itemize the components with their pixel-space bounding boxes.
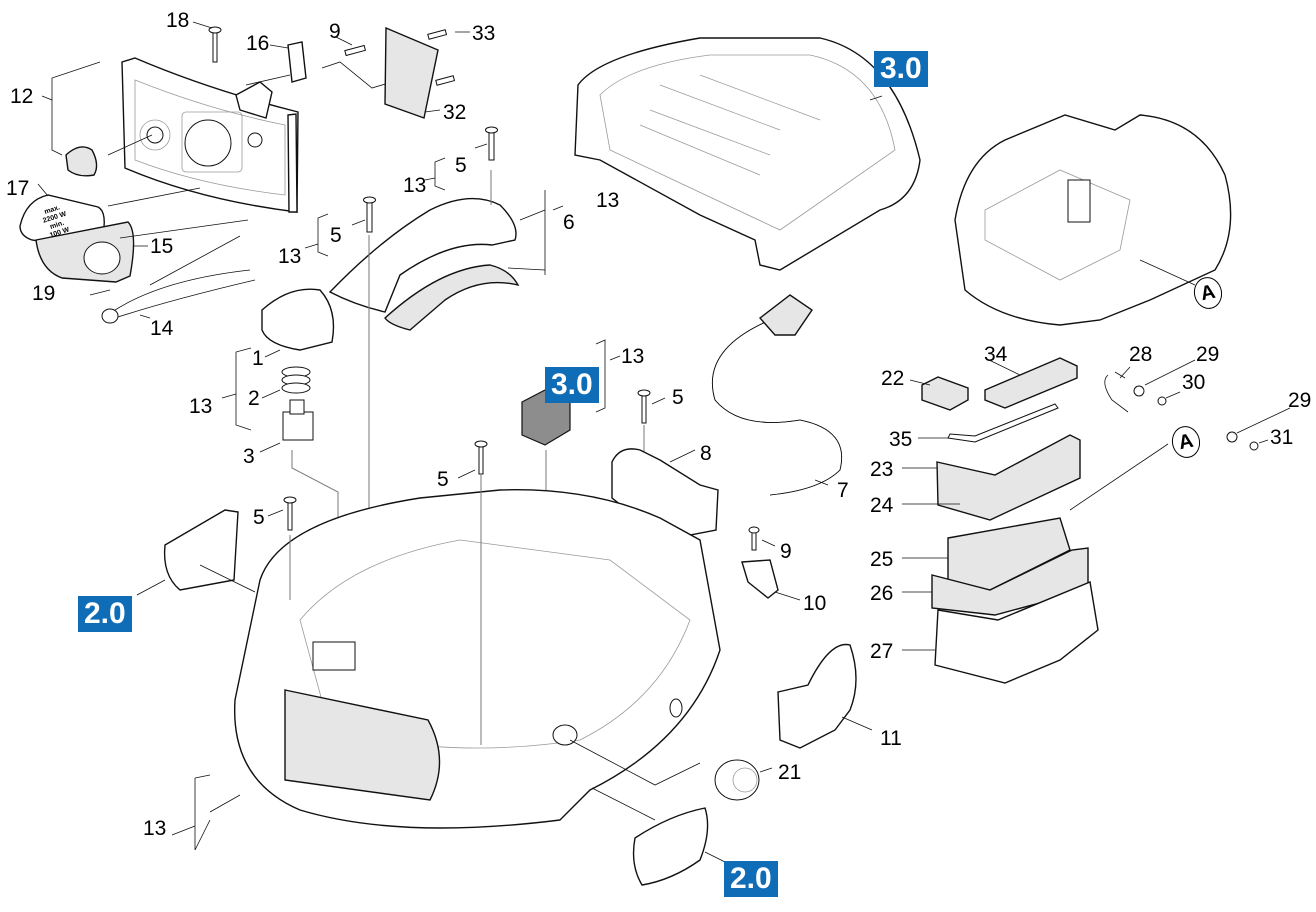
callout-5-c: 5 bbox=[672, 386, 684, 409]
callout-13-e: 13 bbox=[621, 345, 645, 368]
section-badge-2-0-left[interactable]: 2.0 bbox=[78, 596, 132, 632]
callout-18: 18 bbox=[166, 9, 190, 32]
control-panel-part bbox=[121, 57, 299, 213]
callout-13-b: 13 bbox=[278, 245, 302, 268]
callout-17: 17 bbox=[6, 177, 30, 200]
callout-9: 9 bbox=[329, 20, 341, 43]
callout-5-a: 5 bbox=[455, 154, 467, 177]
callout-28: 28 bbox=[1129, 343, 1153, 366]
section-badge-2-0-bottom[interactable]: 2.0 bbox=[724, 861, 778, 897]
callout-5-e: 5 bbox=[253, 506, 265, 529]
callout-13-c: 13 bbox=[596, 189, 620, 212]
callout-11: 11 bbox=[880, 727, 902, 750]
callout-30: 30 bbox=[1182, 371, 1206, 394]
callout-31: 31 bbox=[1270, 426, 1294, 449]
callout-13-d: 13 bbox=[189, 395, 213, 418]
section-badge-3-0-mid[interactable]: 3.0 bbox=[545, 367, 599, 403]
callout-33: 33 bbox=[472, 22, 496, 45]
callout-5-d: 5 bbox=[437, 468, 449, 491]
button-cap-part bbox=[261, 288, 335, 351]
callout-16: 16 bbox=[246, 32, 270, 55]
callout-29-a: 29 bbox=[1196, 343, 1220, 366]
callout-6: 6 bbox=[563, 211, 575, 234]
callout-34: 34 bbox=[984, 343, 1008, 366]
callout-14: 14 bbox=[150, 317, 174, 340]
callout-27: 27 bbox=[870, 640, 894, 663]
callout-29-b: 29 bbox=[1288, 389, 1312, 412]
callout-13-f: 13 bbox=[143, 817, 167, 840]
callout-1: 1 bbox=[252, 347, 264, 370]
callout-21: 21 bbox=[778, 761, 802, 784]
callout-5-b: 5 bbox=[330, 224, 342, 247]
filter-seal-part bbox=[936, 434, 1081, 521]
callout-24: 24 bbox=[870, 494, 894, 517]
callout-23: 23 bbox=[870, 458, 894, 481]
knob-part bbox=[65, 146, 98, 177]
callout-32: 32 bbox=[443, 101, 467, 124]
callout-15: 15 bbox=[150, 235, 174, 258]
callout-8: 8 bbox=[700, 442, 712, 465]
circuit-board-part bbox=[384, 26, 439, 119]
top-lid-part bbox=[574, 37, 921, 271]
filter-cover-part bbox=[934, 581, 1099, 684]
callout-3: 3 bbox=[243, 445, 255, 468]
callout-25: 25 bbox=[870, 548, 894, 571]
callout-26: 26 bbox=[870, 582, 894, 605]
callout-19: 19 bbox=[32, 282, 56, 305]
callout-22: 22 bbox=[881, 367, 905, 390]
section-badge-3-0-top[interactable]: 3.0 bbox=[874, 51, 928, 87]
handle-part bbox=[328, 197, 517, 313]
callout-13-a: 13 bbox=[403, 174, 427, 197]
callout-2: 2 bbox=[248, 387, 260, 410]
callout-9-b: 9 bbox=[780, 540, 792, 563]
handle-cover-part bbox=[777, 643, 857, 749]
callout-7: 7 bbox=[837, 479, 849, 502]
callout-12: 12 bbox=[10, 85, 34, 108]
inner-housing-part bbox=[954, 114, 1232, 326]
latch-left-part bbox=[163, 509, 239, 591]
callout-10: 10 bbox=[803, 592, 827, 615]
callout-35: 35 bbox=[889, 428, 913, 451]
latch-bottom-part bbox=[632, 807, 709, 886]
